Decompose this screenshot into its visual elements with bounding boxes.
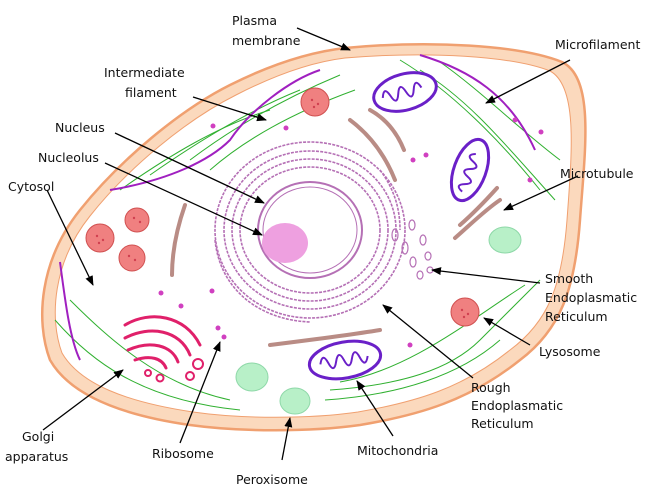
- label-line: Plasma: [232, 13, 277, 28]
- label-nucleus: Nucleus: [55, 120, 105, 135]
- label-line: Reticulum: [471, 416, 534, 431]
- label-ribosome: Ribosome: [152, 446, 214, 461]
- label-peroxisome: Peroxisome: [236, 472, 308, 487]
- label-line: apparatus: [5, 449, 68, 464]
- label-line: Reticulum: [545, 309, 608, 324]
- nucleolus: [262, 223, 308, 263]
- label-line: Ribosome: [152, 446, 214, 461]
- label-line: Golgi: [22, 429, 54, 444]
- label-intermediate-filament: Intermediate filament: [104, 65, 189, 100]
- label-line: Smooth: [545, 271, 593, 286]
- label-golgi: Golgi apparatus: [5, 429, 68, 464]
- label-line: Intermediate: [104, 65, 185, 80]
- label-microfilament: Microfilament: [555, 37, 640, 52]
- label-line: Peroxisome: [236, 472, 308, 487]
- label-mitochondria: Mitochondria: [357, 443, 438, 458]
- label-line: Rough: [471, 380, 511, 395]
- label-line: Cytosol: [8, 179, 54, 194]
- label-line: Endoplasmatic: [545, 290, 637, 305]
- label-line: membrane: [232, 33, 301, 48]
- label-line: Lysosome: [539, 344, 601, 359]
- label-line: Nucleolus: [38, 150, 99, 165]
- label-plasma-membrane: Plasma membrane: [232, 13, 301, 48]
- label-line: Endoplasmatic: [471, 398, 563, 413]
- label-cytosol: Cytosol: [8, 179, 54, 194]
- label-lysosome: Lysosome: [539, 344, 601, 359]
- label-smooth-er: Smooth Endoplasmatic Reticulum: [545, 271, 641, 324]
- label-line: Microtubule: [560, 166, 634, 181]
- label-rough-er: Rough Endoplasmatic Reticulum: [471, 380, 567, 431]
- label-nucleolus: Nucleolus: [38, 150, 99, 165]
- label-line: filament: [125, 85, 177, 100]
- label-microtubule: Microtubule: [560, 166, 634, 181]
- label-line: Microfilament: [555, 37, 640, 52]
- label-line: Nucleus: [55, 120, 105, 135]
- label-line: Mitochondria: [357, 443, 438, 458]
